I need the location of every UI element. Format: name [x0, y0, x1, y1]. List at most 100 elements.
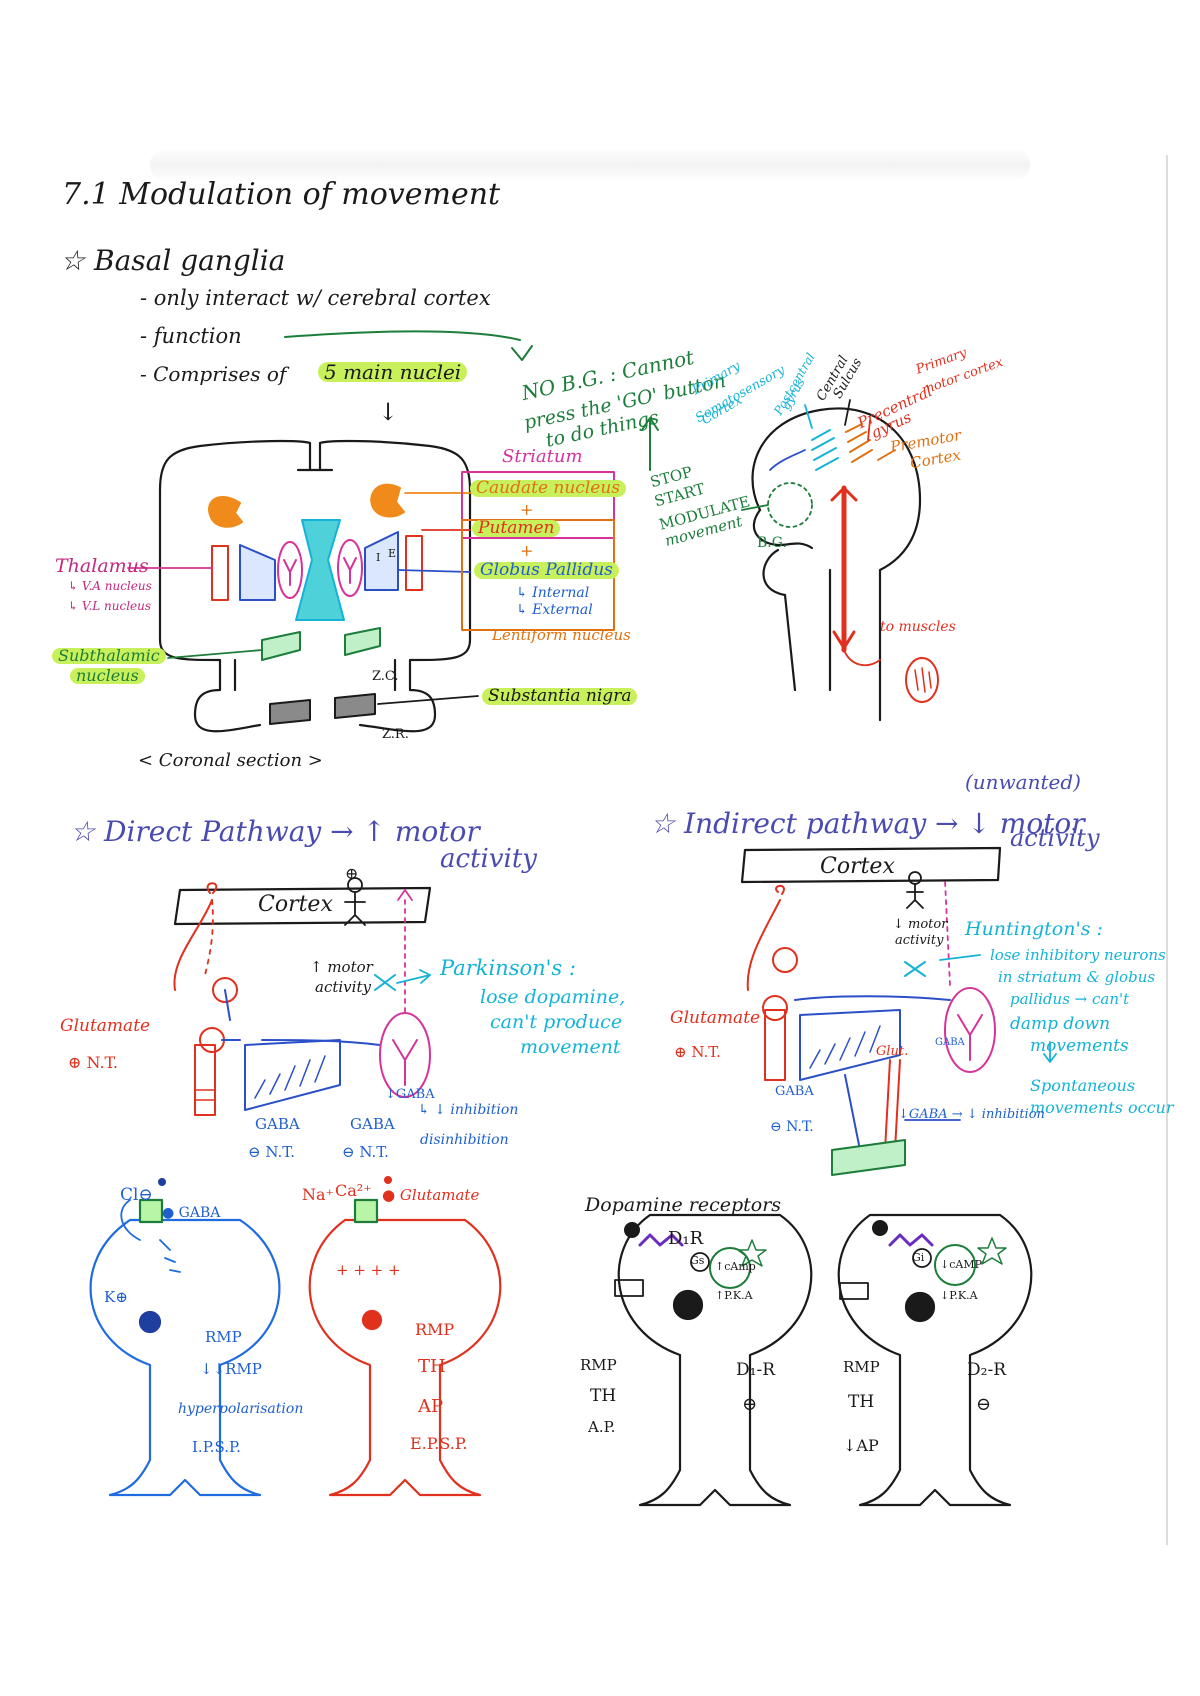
parkinson-line-3: movement	[520, 1036, 621, 1058]
parkinson-label: Parkinson's :	[440, 956, 576, 980]
direct-gaba-3: ↓GABA	[385, 1087, 435, 1102]
excitatory-neuron	[308, 1198, 502, 1497]
basal-bullet-2: - function	[140, 324, 242, 348]
basal-bullet-3: - Comprises of	[140, 362, 287, 386]
parkinson-line-2: can't produce	[490, 1011, 623, 1033]
direct-nt-minus-1: ⊖ N.T.	[248, 1143, 295, 1161]
direct-nt-minus-2: ⊖ N.T.	[342, 1143, 389, 1161]
glutamate-neuron-label: ● Glutamate	[382, 1186, 480, 1204]
ipsp-label: I.P.S.P.	[192, 1438, 241, 1456]
five-main-nuclei-highlight: 5 main nuclei	[318, 362, 468, 382]
huntington-line-7: movements occur	[1030, 1098, 1174, 1117]
direct-gaba-2: GABA	[350, 1115, 395, 1133]
function-arrow	[284, 330, 521, 341]
d2-r-label: D₂-R	[967, 1360, 1006, 1380]
huntington-line-6: Spontaneous	[1030, 1076, 1136, 1095]
plus-charges: + + + +	[336, 1261, 401, 1279]
indirect-cortex-label: Cortex	[820, 854, 895, 879]
page-title: 7.1 Modulation of movement	[62, 177, 501, 212]
excit-rmp: RMP	[415, 1320, 455, 1339]
huntington-line-5: movements	[1030, 1036, 1129, 1056]
inhib-rmp: RMP	[205, 1328, 242, 1346]
plus-1: +	[520, 500, 534, 519]
huntington-line-4: damp down	[1010, 1014, 1111, 1034]
indirect-nt-plus: ⊕ N.T.	[674, 1043, 721, 1061]
direct-inhibition: ↳ ↓ inhibition	[418, 1102, 519, 1118]
indirect-pathway-heading-2: activity	[1010, 824, 1100, 852]
external-e-label: E	[388, 547, 397, 560]
hyperpolarisation-label: hyperpolarisation	[178, 1401, 304, 1417]
d1-ap: A.P.	[588, 1418, 616, 1436]
excit-ap: AP	[418, 1396, 444, 1417]
d1-plus-sign: ⊕	[742, 1394, 758, 1415]
top-shadow	[150, 148, 1030, 182]
d1-th: TH	[590, 1386, 617, 1406]
ca-ion-label: Ca²⁺	[335, 1181, 372, 1200]
striatum-box	[461, 471, 615, 539]
substantia-nigra-label: Substantia nigra	[482, 688, 638, 705]
d2-rmp: RMP	[843, 1358, 880, 1376]
external-label: ↳ External	[516, 602, 593, 618]
basal-bullet-1: - only interact w/ cerebral cortex	[140, 286, 491, 310]
epsp-label: E.P.S.P.	[410, 1434, 468, 1453]
indirect-gaba: GABA	[775, 1084, 814, 1099]
direct-pathway-heading: ☆ Direct Pathway → ↑ motor	[70, 815, 480, 848]
direct-pathway-drawing	[173, 877, 432, 1116]
vl-nucleus-label: ↳ V.L nucleus	[68, 599, 152, 613]
globus-label: Globus Pallidus	[474, 562, 619, 579]
direct-motor-2: activity	[315, 978, 371, 996]
camp-down-label: ↓cAMP	[940, 1258, 982, 1271]
va-nucleus-label: ↳ V.A nucleus	[68, 579, 152, 593]
indirect-pathway-drawing	[740, 846, 1057, 1176]
indirect-glutamate: Glutamate	[670, 1008, 761, 1028]
direct-cortex-label: Cortex	[258, 892, 333, 917]
indirect-pathway-heading: ☆ Indirect pathway → ↓ motor	[650, 807, 1085, 840]
direct-nt-plus: ⊕ N.T.	[68, 1053, 118, 1072]
zr-label: Z.R.	[382, 727, 409, 742]
thalamus-label: Thalamus	[55, 555, 149, 577]
excit-th: TH	[418, 1356, 446, 1377]
na-ion-label: Na⁺	[302, 1185, 334, 1204]
down-arrow: ↓	[378, 398, 399, 426]
gi-label: Gi	[912, 1251, 925, 1264]
d2-th: TH	[848, 1392, 875, 1412]
inhib-rmp-down: ↓↓RMP	[200, 1360, 262, 1378]
direct-disinhibition: disinhibition	[420, 1132, 509, 1148]
d2-minus-sign: ⊖	[976, 1394, 992, 1415]
bg-label: B.G.	[757, 535, 787, 551]
muscle	[905, 657, 939, 703]
basal-ganglia-heading: ☆ Basal ganglia	[60, 244, 286, 277]
d2-ap: ↓AP	[843, 1436, 879, 1455]
caudate-label: Caudate nucleus	[470, 480, 626, 497]
huntington-line-2: in striatum & globus	[998, 968, 1156, 986]
coronal-outline	[158, 439, 472, 733]
indirect-motor-1: ↓ motor	[893, 917, 948, 932]
direct-gaba-1: GABA	[255, 1115, 300, 1133]
pka-up-label: ↑P.K.A	[715, 1289, 753, 1302]
indirect-gaba-inhibition: ↓GABA → ↓ inhibition	[898, 1107, 1045, 1122]
d2-neuron	[837, 1213, 1033, 1507]
putamen-label: Putamen	[472, 520, 561, 537]
plus-2: +	[520, 541, 534, 560]
caudate-left	[208, 496, 243, 528]
striatum-label: Striatum	[502, 446, 583, 467]
caudate-right	[370, 483, 405, 518]
camp-up-label: ↑cAmp	[715, 1260, 756, 1273]
direct-glutamate: Glutamate	[60, 1016, 151, 1036]
to-muscles-label: to muscles	[880, 619, 956, 635]
internal-label: ↳ Internal	[516, 585, 590, 601]
unwanted-label: (unwanted)	[965, 770, 1081, 794]
d1-r-label: D₁-R	[736, 1360, 775, 1380]
indirect-nt-minus: ⊖ N.T.	[770, 1119, 814, 1135]
brain-sagittal	[751, 407, 922, 722]
direct-plus-sign: ⊕	[345, 864, 359, 883]
inhibitory-neuron	[89, 1198, 281, 1497]
coronal-caption: < Coronal section >	[138, 750, 323, 771]
huntington-line-1: lose inhibitory neurons	[990, 946, 1166, 964]
subthalamic-label-1: Subthalamic	[52, 648, 166, 664]
k-ion-label: K⊕	[104, 1288, 128, 1306]
subthalamic-label-2: nucleus	[70, 668, 145, 684]
page-edge-line	[1166, 155, 1168, 1545]
